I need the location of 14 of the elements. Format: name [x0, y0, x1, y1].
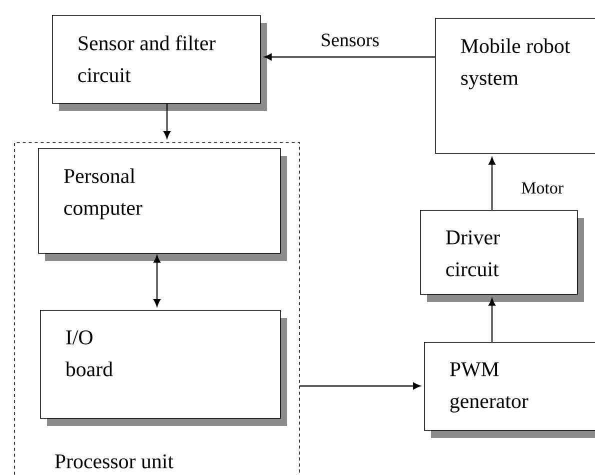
edge-label: Sensors [320, 32, 380, 48]
arrow [264, 54, 435, 60]
process-box: Sensor and filter circuit [52, 14, 267, 111]
arrow [164, 104, 170, 138]
process-box: Personal computer [38, 148, 287, 261]
process-box: Mobile robot system [435, 18, 595, 154]
arrow [488, 157, 496, 210]
process-box: PWM generator [424, 342, 595, 438]
edge-label: Motor [520, 181, 565, 195]
arrow [300, 382, 420, 390]
process-box: I/O board [40, 310, 287, 426]
arrow [154, 255, 160, 306]
arrow [488, 298, 496, 342]
process-box: Driver circuit [420, 210, 584, 302]
